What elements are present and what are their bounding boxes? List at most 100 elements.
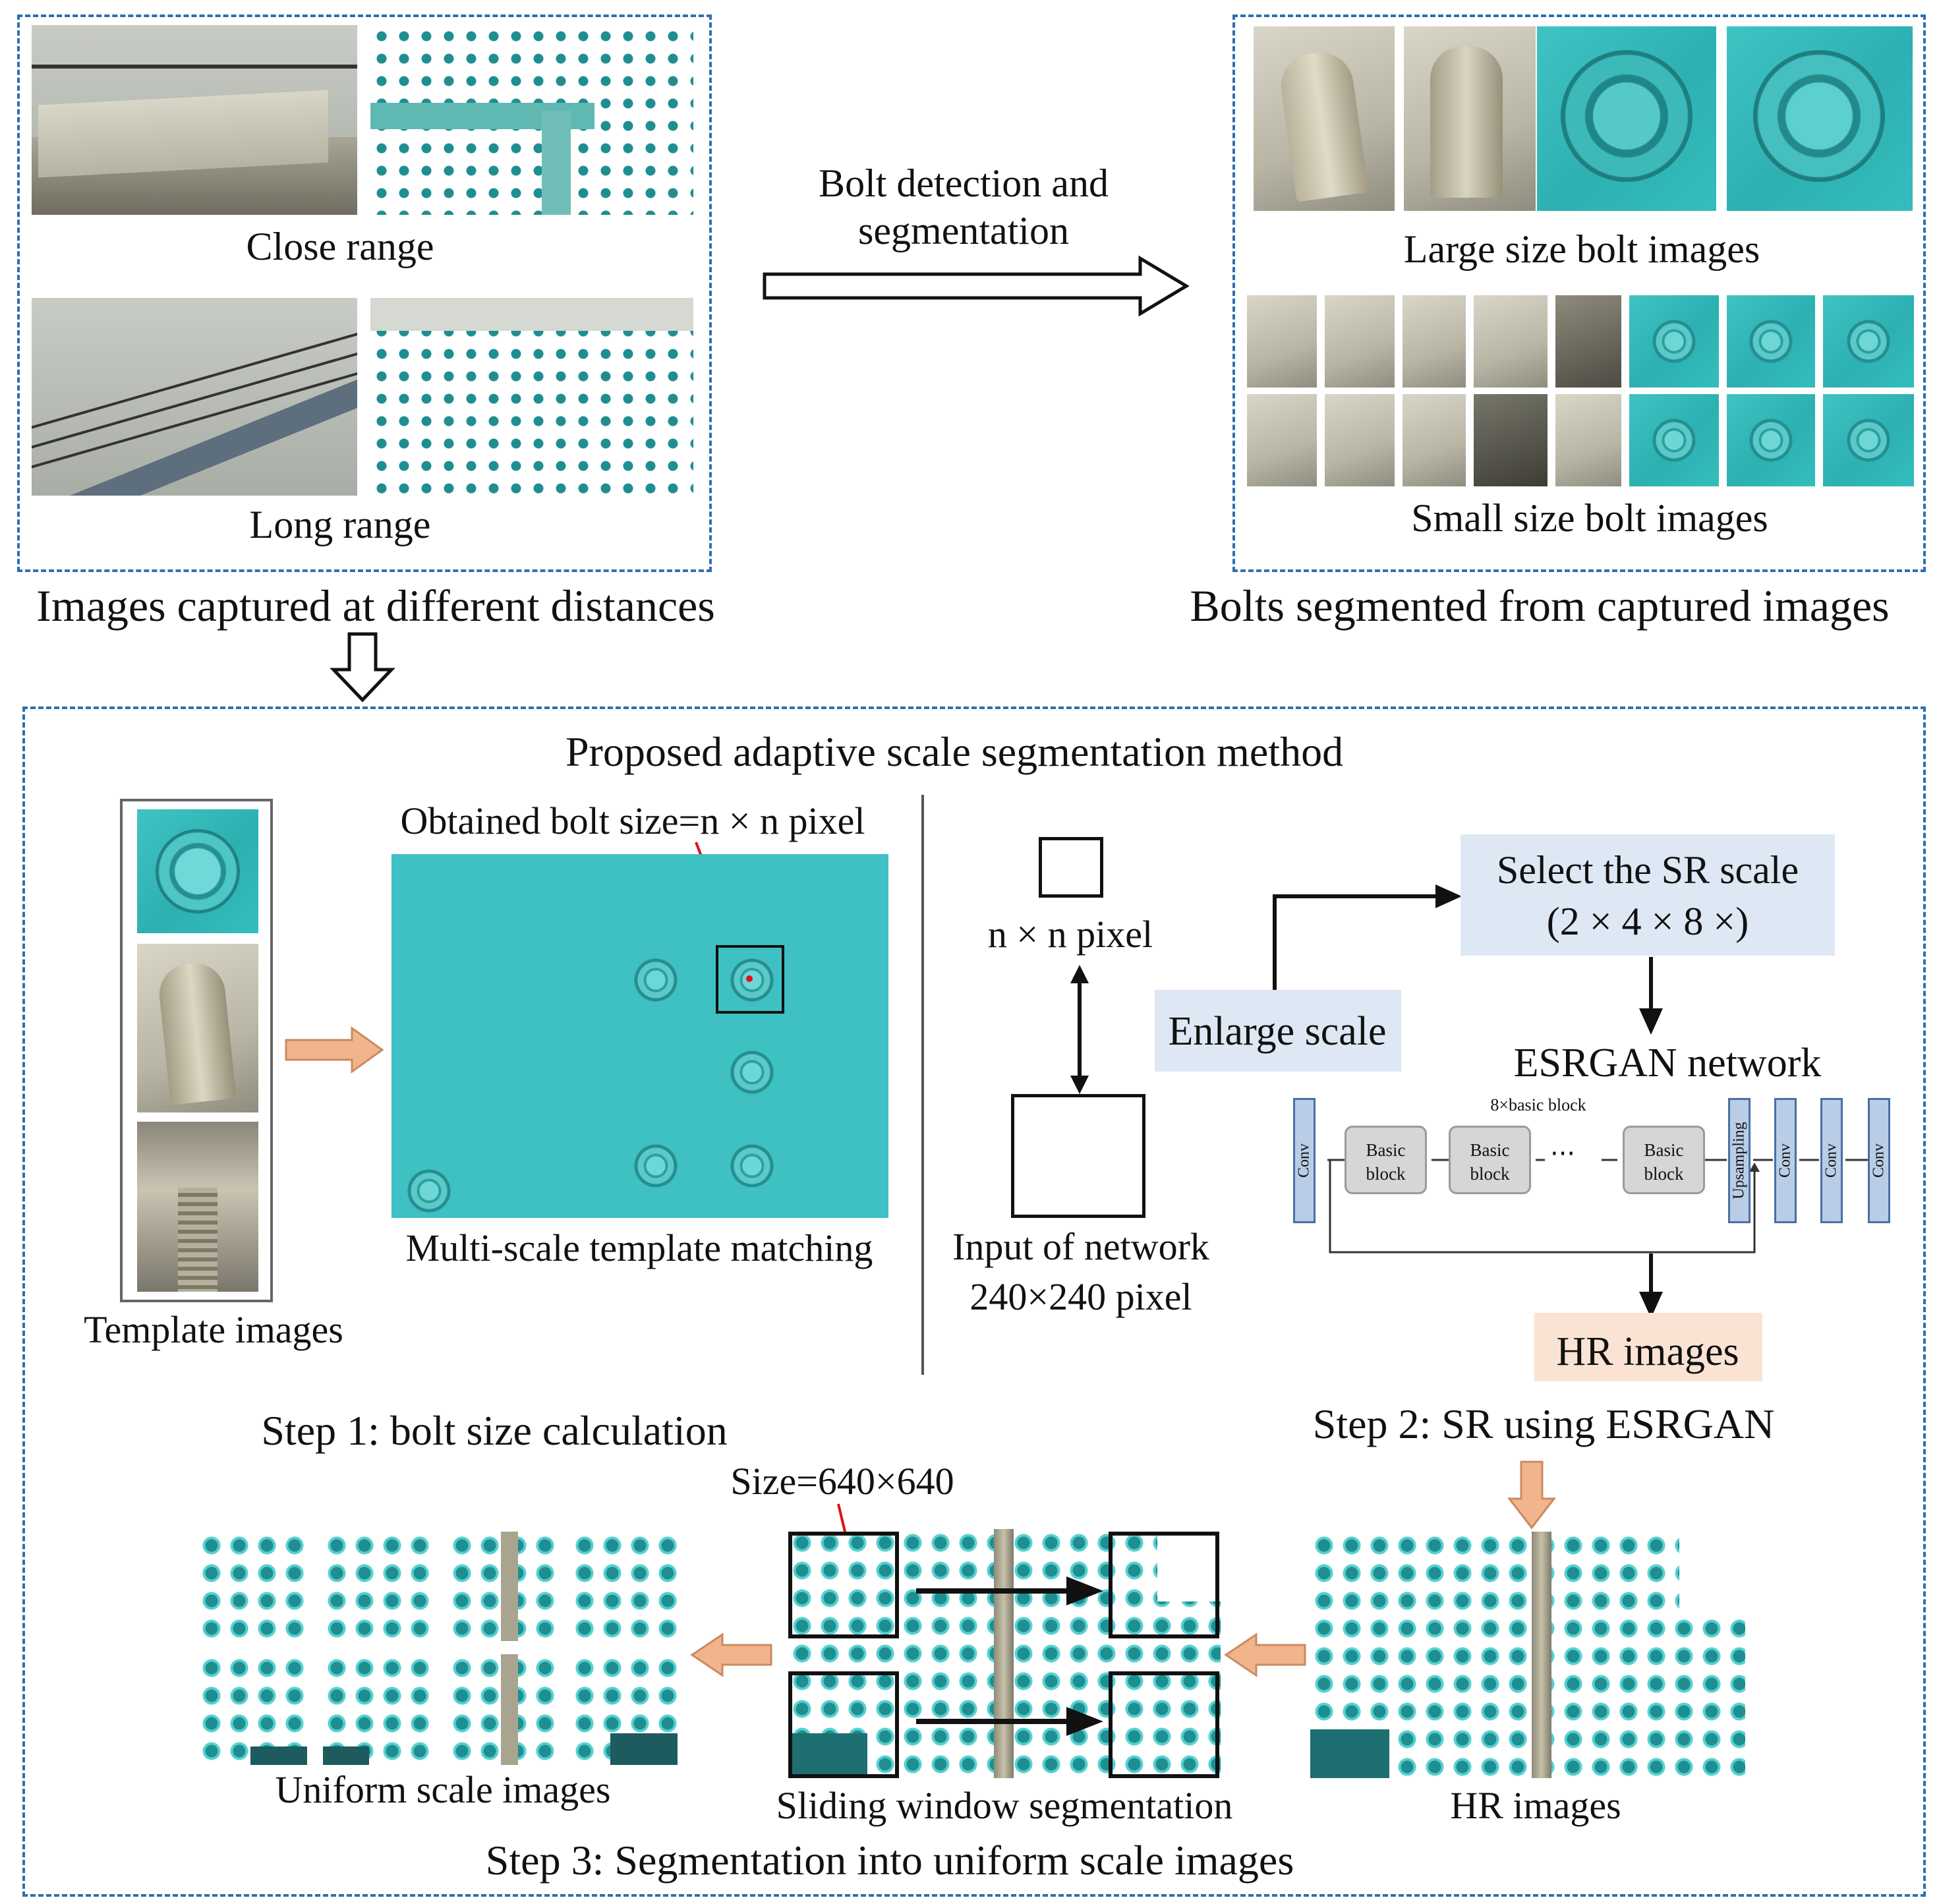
template-matching-image (391, 854, 888, 1218)
esrgan-connections (1327, 1159, 1868, 1254)
basic-block-count: 8×basic block (1490, 1095, 1586, 1114)
sr-scale-box (1461, 834, 1835, 956)
close-range-photo-plate (370, 25, 693, 215)
orange-arrow-left-2 (690, 1632, 772, 1677)
orange-arrow-left-1 (1224, 1632, 1306, 1677)
method-title: Proposed adaptive scale segmentation met… (565, 728, 1344, 775)
hr-images-box (1534, 1313, 1762, 1381)
small-bolt-image (1823, 295, 1914, 388)
network-input-box (1011, 1094, 1145, 1218)
sliding-window-caption: Sliding window segmentation (776, 1784, 1233, 1827)
upsampling-layer: Upsampling (1728, 1098, 1751, 1223)
sr-scale-label-2: (2 × 4 × 8 ×) (1546, 900, 1749, 943)
small-bolt-image (1325, 295, 1395, 388)
uniform-tile (198, 1654, 307, 1765)
down-hollow-arrow (330, 632, 395, 703)
small-bolt-image (1555, 394, 1621, 486)
small-bolt-image (1727, 295, 1815, 388)
small-bolt-image (1247, 394, 1317, 486)
size-640-label: Size=640×640 (730, 1460, 954, 1503)
template-images-caption: Template images (84, 1308, 343, 1351)
sr-scale-label-1: Select the SR scale (1496, 848, 1799, 892)
large-bolt-image-4 (1727, 26, 1913, 211)
step2-label: Step 2: SR using ESRGAN (1312, 1400, 1775, 1447)
network-to-hr-arrow (1639, 1254, 1663, 1318)
template-image-cap-bolt (137, 944, 258, 1112)
conv-layer-3: Conv (1820, 1098, 1843, 1223)
small-bolt-image (1247, 295, 1317, 388)
conv-layer-4: Conv (1868, 1098, 1890, 1223)
close-range-photo-bridge (32, 25, 357, 215)
long-range-caption: Long range (249, 503, 431, 546)
uniform-tile (448, 1532, 558, 1641)
hr-image-photo (1310, 1532, 1745, 1778)
segmented-bolts-title: Bolts segmented from captured images (1190, 581, 1890, 631)
small-bolt-image (1629, 394, 1719, 486)
small-bolt-image (1727, 394, 1815, 486)
small-bolt-image (1474, 394, 1548, 486)
template-images-frame (120, 799, 273, 1302)
large-bolt-image-3 (1537, 26, 1716, 211)
uniform-tile (198, 1532, 307, 1641)
step1-label: Step 1: bolt size calculation (261, 1407, 728, 1454)
bolt-detection-label-2: segmentation (858, 209, 1069, 252)
conv-layer-input: Conv (1293, 1098, 1316, 1223)
matched-bolt-marker (746, 975, 753, 982)
template-image-threaded-bolt (137, 1122, 258, 1292)
basic-block-ellipsis: ··· (1550, 1139, 1576, 1169)
sliding-window-image (788, 1529, 1221, 1778)
enlarge-scale-box (1155, 990, 1401, 1072)
small-bolt-image (1629, 295, 1719, 388)
method-panel (22, 707, 1926, 1897)
long-range-photo-plate (370, 298, 693, 496)
sliding-window-4 (1109, 1671, 1219, 1778)
long-range-photo-cable (32, 298, 357, 496)
enlarge-to-sr-arrow (1273, 884, 1462, 990)
esrgan-network-title: ESRGAN network (1513, 1041, 1822, 1085)
large-bolt-image-1 (1254, 26, 1395, 211)
captured-images-title: Images captured at different distances (36, 581, 715, 631)
nn-pixel-box (1039, 837, 1103, 898)
small-bolt-image (1474, 295, 1548, 388)
template-matching-caption: Multi-scale template matching (405, 1226, 873, 1269)
segmented-bolts-panel (1232, 14, 1926, 572)
large-bolt-caption: Large size bolt images (1403, 227, 1760, 271)
uniform-tile (323, 1532, 432, 1641)
small-bolt-image (1325, 394, 1395, 486)
uniform-tile (323, 1654, 432, 1765)
obtained-bolt-size-label: Obtained bolt size=n × n pixel (400, 799, 865, 842)
uniform-tile (448, 1654, 558, 1765)
small-bolt-image (1403, 295, 1466, 388)
step-divider (921, 795, 924, 1375)
nn-pixel-label: n × n pixel (987, 913, 1153, 956)
large-bolt-image-2 (1404, 26, 1536, 211)
template-image-hex-bolt (137, 809, 258, 933)
step3-label: Step 3: Segmentation into uniform scale … (485, 1837, 1294, 1884)
uniform-tile (571, 1532, 678, 1641)
double-arrow (1070, 965, 1089, 1094)
network-input-label-2: 240×240 pixel (970, 1275, 1192, 1318)
hr-images-caption: HR images (1450, 1784, 1621, 1827)
small-bolt-image (1823, 394, 1914, 486)
sr-to-network-arrow (1639, 957, 1663, 1035)
small-bolt-caption: Small size bolt images (1411, 496, 1768, 540)
right-hollow-arrow (763, 255, 1190, 317)
bolt-detection-label-1: Bolt detection and (819, 161, 1109, 205)
hr-images-label: HR images (1556, 1329, 1739, 1374)
matched-bolt-box (716, 945, 784, 1014)
close-range-caption: Close range (246, 225, 434, 268)
sliding-window-3 (788, 1671, 899, 1778)
uniform-scale-caption: Uniform scale images (275, 1768, 611, 1811)
sliding-window-1 (788, 1532, 899, 1638)
small-bolt-image (1403, 394, 1466, 486)
uniform-tile (571, 1654, 678, 1765)
small-bolt-image (1555, 295, 1621, 388)
orange-arrow-down (1507, 1460, 1557, 1530)
orange-arrow-right (285, 1026, 384, 1074)
size-640-pointer (837, 1503, 846, 1532)
conv-layer-2: Conv (1774, 1098, 1797, 1223)
enlarge-scale-label: Enlarge scale (1168, 1009, 1387, 1054)
captured-images-panel (17, 14, 712, 572)
